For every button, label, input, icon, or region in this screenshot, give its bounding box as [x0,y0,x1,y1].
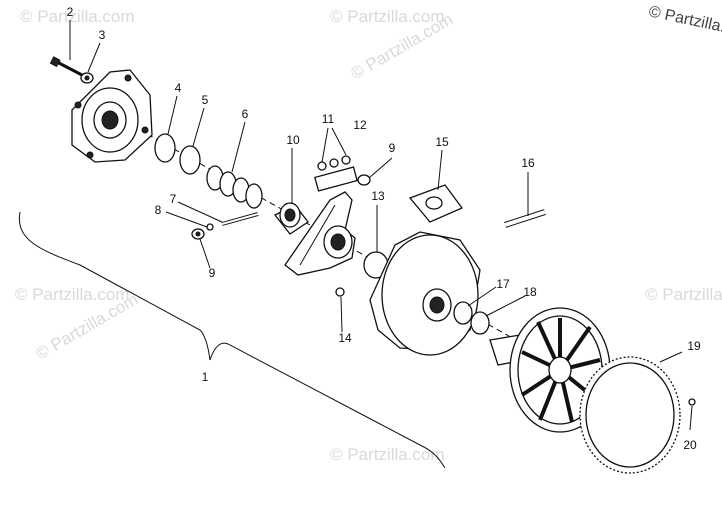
callout-4: 4 [175,81,182,95]
callout-2: 2 [67,5,74,19]
watermark-text: © Partzilla.com [330,445,445,464]
callout-12: 12 [353,118,367,132]
callout-15: 15 [435,135,449,149]
callout-5: 5 [202,93,209,107]
tag-part-15 [408,184,464,223]
callout-9-upper: 9 [389,141,396,155]
callout-14: 14 [338,331,352,345]
ring-part-4 [154,133,176,163]
bolt-part-9-upper [357,174,371,186]
callout-8: 8 [155,203,162,217]
screw-part-14 [335,287,345,297]
washer-part-3 [80,72,94,84]
pin-part-16 [504,209,546,228]
pin-part-7 [221,212,259,226]
spring-part-6 [206,165,263,209]
watermark-text: © Partzilla.com [330,7,445,26]
nut-part-11 [314,158,358,192]
bushing-part-17 [453,301,473,325]
callout-19: 19 [687,339,701,353]
callout-9-lower: 9 [209,266,216,280]
callout-18: 18 [523,285,537,299]
roller-part-10 [273,202,309,235]
moveable-sheave [369,231,481,356]
callout-3: 3 [99,28,106,42]
callout-13: 13 [371,189,385,203]
washer-part-8 [206,223,214,231]
watermark-text: © Partzilla.com [645,285,722,304]
nut-part-12 [341,155,351,165]
watermark-corner: © Partzilla.com [647,3,722,42]
callout-20: 20 [683,438,697,452]
ring-part-18 [470,311,490,335]
screw-part-20 [688,398,696,406]
ring-gear-part-19 [579,356,681,474]
cover-housing [71,69,153,163]
callout-11: 11 [322,112,335,126]
weight-arm [284,191,356,276]
callout-10: 10 [286,133,300,147]
callout-labels: 1 2 3 4 5 6 7 8 9 9 10 11 12 13 14 15 16… [67,5,701,452]
assembly-bracket [18,211,446,469]
callout-1: 1 [202,370,209,384]
callout-7: 7 [170,192,177,206]
bolt-part-9-lower [191,228,205,240]
watermark-text: © Partzilla.com [20,7,135,26]
bolt-part-2 [49,56,83,77]
callout-6: 6 [242,107,249,121]
callout-16: 16 [521,156,535,170]
leader-lines [69,20,693,431]
watermark-text: © Partzilla.com [15,285,130,304]
snap-ring-part-5 [179,145,201,175]
callout-17: 17 [496,277,510,291]
